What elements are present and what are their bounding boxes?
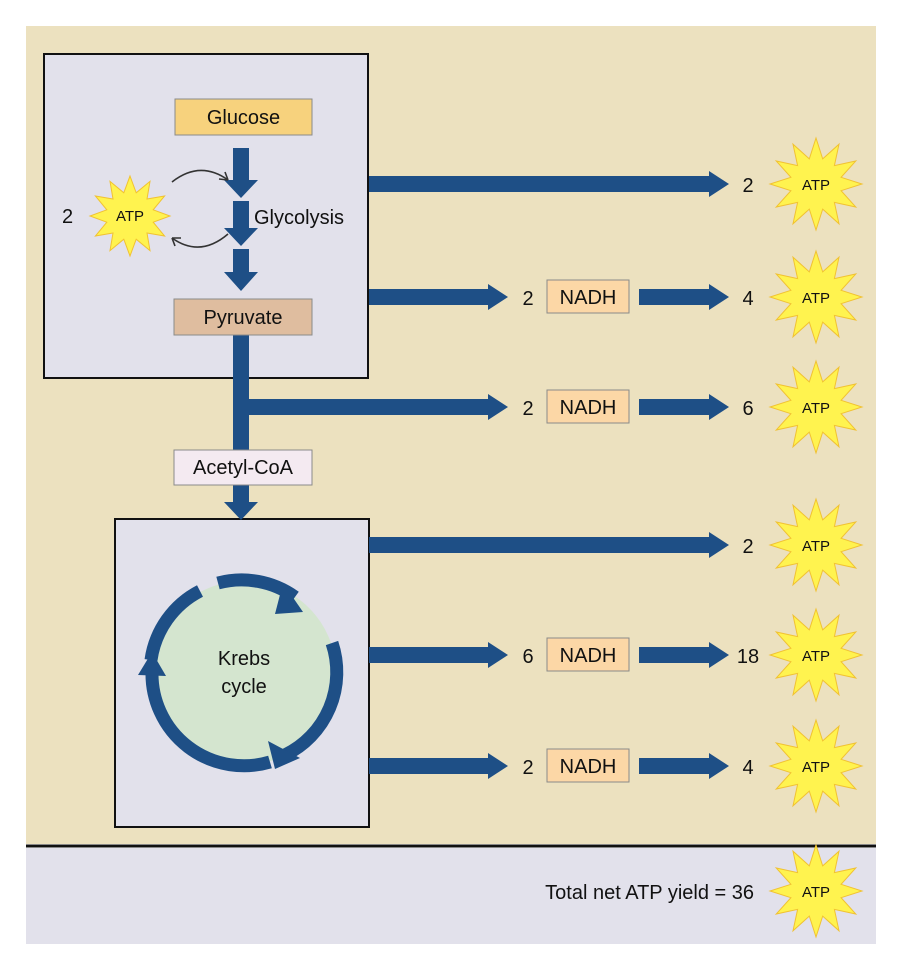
row-arrow <box>639 284 729 310</box>
atp-label: ATP <box>802 290 830 307</box>
nadh-label: NADH <box>560 645 617 667</box>
pyruvate-box <box>173 298 313 336</box>
atp-count: 18 <box>737 646 759 668</box>
row-arrow <box>639 753 729 779</box>
atp-cycle-arrowhead-top <box>218 171 229 181</box>
glycolysis-atp-label: ATP <box>116 208 144 225</box>
krebs-cycle-arrowheads <box>138 583 303 769</box>
glucose-to-pyruvate-arrow <box>224 201 258 246</box>
row-arrow <box>369 171 729 197</box>
yield-row: 2 NADH 4 ATP <box>369 718 864 814</box>
atp-cycle-arrow-top <box>171 169 229 183</box>
pyruvate-to-acetyl-arrow <box>233 335 249 450</box>
atp-burst-icon <box>768 843 864 939</box>
krebs-cycle-circle <box>152 581 336 765</box>
atp-label: ATP <box>802 648 830 665</box>
nadh-label: NADH <box>560 397 617 419</box>
atp-count: 4 <box>742 757 753 779</box>
total-atp-label: ATP <box>802 884 830 901</box>
atp-burst-icon <box>88 174 172 258</box>
nadh-count: 2 <box>522 288 533 310</box>
glycolysis-atp-burst <box>88 174 172 258</box>
yield-row: 2 ATP <box>369 136 864 232</box>
glucose-to-pyruvate-arrow <box>224 148 258 198</box>
atp-burst-icon <box>768 359 864 455</box>
atp-cycle-arrowhead-bottom <box>171 237 181 247</box>
atp-count: 4 <box>742 288 753 310</box>
glycolysis-atp-count: 2 <box>62 206 73 228</box>
atp-count: 2 <box>742 175 753 197</box>
nadh-box <box>546 637 630 672</box>
atp-label: ATP <box>802 759 830 776</box>
pathway-arrows <box>224 148 258 520</box>
nadh-count: 2 <box>522 757 533 779</box>
glucose-to-pyruvate-arrow <box>224 249 258 291</box>
nadh-label: NADH <box>560 756 617 778</box>
nadh-count: 2 <box>522 398 533 420</box>
krebs-cycle-ring <box>144 573 344 773</box>
yield-row: 2 ATP <box>369 497 864 593</box>
nadh-label: NADH <box>560 287 617 309</box>
atp-burst-icon <box>768 249 864 345</box>
atp-burst-icon <box>768 718 864 814</box>
acetyl-to-krebs-arrow <box>224 485 258 520</box>
row-arrow <box>369 532 729 558</box>
atp-burst-icon <box>768 497 864 593</box>
atp-burst-icon <box>768 607 864 703</box>
glucose-label: Glucose <box>207 107 280 129</box>
atp-cycle-arrow-bottom <box>171 233 229 248</box>
nadh-box <box>546 389 630 424</box>
atp-count: 2 <box>742 536 753 558</box>
nadh-box <box>546 748 630 783</box>
yield-row: 2 NADH 6 ATP <box>249 359 864 455</box>
atp-count: 6 <box>742 398 753 420</box>
atp-burst-icon <box>768 136 864 232</box>
atp-label: ATP <box>802 538 830 555</box>
yield-row: 2 NADH 4 ATP <box>369 249 864 345</box>
atp-label: ATP <box>802 177 830 194</box>
row-arrow <box>369 753 508 779</box>
yield-row: 6 NADH 18 ATP <box>369 607 864 703</box>
glucose-box <box>174 98 313 136</box>
nadh-count: 6 <box>522 646 533 668</box>
nadh-box <box>546 279 630 314</box>
row-arrow <box>249 394 508 420</box>
atp-cycle-arrows <box>171 169 229 248</box>
atp-label: ATP <box>802 400 830 417</box>
total-yield-text: Total net ATP yield = 36 <box>545 882 754 904</box>
row-arrow <box>369 642 508 668</box>
footer-panel <box>26 848 876 944</box>
pyruvate-label: Pyruvate <box>204 307 283 329</box>
krebs-label-line1: Krebs <box>218 648 270 670</box>
glycolysis-label: Glycolysis <box>254 207 344 229</box>
krebs-label-line2: cycle <box>221 676 267 698</box>
row-arrow <box>369 284 508 310</box>
acetyl-coa-label: Acetyl-CoA <box>193 457 294 479</box>
row-arrow <box>639 394 729 420</box>
row-arrow <box>639 642 729 668</box>
acetyl-coa-box <box>173 449 313 486</box>
